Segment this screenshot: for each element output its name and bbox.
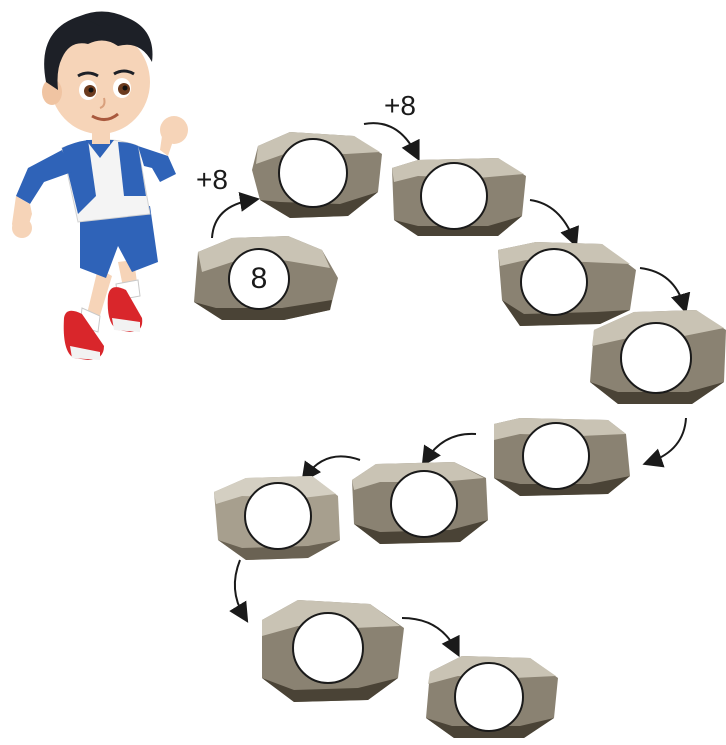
curved-arrow-icon <box>426 434 476 460</box>
stone-4 <box>588 308 726 406</box>
answer-slot-1[interactable] <box>278 138 348 208</box>
stone-7 <box>212 474 342 560</box>
answer-slot-3[interactable] <box>520 248 588 316</box>
stone-2 <box>388 156 528 238</box>
curved-arrow-icon <box>235 560 244 616</box>
stone-9 <box>424 654 558 738</box>
curved-arrow-icon <box>650 418 686 462</box>
step-label: +8 <box>384 92 416 120</box>
stone-5 <box>490 416 630 496</box>
curved-arrow-icon <box>402 618 456 650</box>
answer-slot-7[interactable] <box>244 482 312 550</box>
answer-slot-8[interactable] <box>292 612 364 684</box>
stone-6 <box>350 460 488 544</box>
answer-slot-4[interactable] <box>620 322 692 394</box>
curved-arrow-icon <box>530 200 574 240</box>
boy-illustration <box>0 0 200 370</box>
answer-slot-6[interactable] <box>390 470 458 538</box>
answer-slot-2[interactable] <box>420 162 488 230</box>
start-number: 8 <box>228 248 290 310</box>
stone-start: 8 <box>192 232 338 322</box>
step-label: +8 <box>196 166 228 194</box>
stone-8 <box>258 598 404 702</box>
stone-1 <box>250 130 384 220</box>
curved-arrow-icon <box>640 268 684 306</box>
answer-slot-5[interactable] <box>522 422 590 490</box>
answer-slot-9[interactable] <box>454 662 524 732</box>
